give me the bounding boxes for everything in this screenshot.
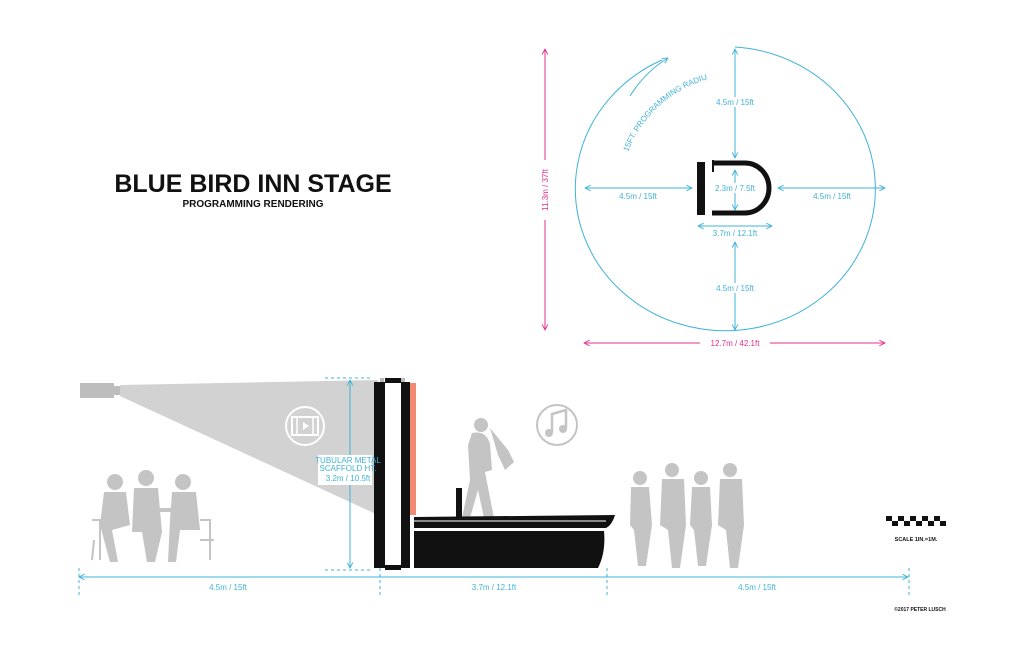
- stage-span-label: 3.7m / 12.1ft: [472, 583, 517, 592]
- projection-beam: [120, 380, 378, 515]
- stage-width-label: 3.7m / 12.1ft: [713, 229, 758, 238]
- scaffold-plan: [697, 162, 705, 215]
- audience-seated: [91, 470, 214, 562]
- film-icon: [285, 406, 325, 446]
- scaffold: [374, 378, 416, 570]
- stage-plan: [712, 160, 772, 216]
- page-title: BLUE BIRD INN STAGE: [114, 170, 391, 198]
- projector-icon: [80, 383, 120, 398]
- scaffold-label-1: TUBULAR METAL: [315, 456, 381, 465]
- scaffold-label-2: SCAFFOLD HT.: [320, 464, 377, 473]
- copyright: ©2017 PETER LUSCH: [894, 606, 946, 613]
- audience-standing: [630, 463, 744, 568]
- overall-height-label: 11.3m / 37ft: [541, 168, 550, 210]
- scaffold-height-label: 3.2m / 10.5ft: [326, 474, 371, 483]
- left-span-label: 4.5m / 15ft: [209, 583, 248, 592]
- left-dimension-label: 4.5m / 15ft: [619, 192, 658, 201]
- saxophone-player: [462, 418, 514, 518]
- radius-arrow: [629, 58, 668, 97]
- scale-bar: [886, 516, 946, 526]
- screen: [410, 383, 416, 515]
- top-dimension-label: 4.5m / 15ft: [716, 98, 755, 107]
- right-dimension-label: 4.5m / 15ft: [813, 192, 852, 201]
- elevation-view: TUBULAR METAL SCAFFOLD HT. 3.2m / 10.5ft: [79, 377, 910, 596]
- stage: [414, 488, 615, 568]
- programming-radius-circle: [574, 46, 876, 332]
- radius-label: 15FT. PROGRAMMING RADIUS: [0, 0, 708, 153]
- stage-depth-label: 2.3m / 7.5ft: [715, 184, 756, 193]
- overall-width-label: 12.7m / 42.1ft: [711, 339, 761, 348]
- scale-label: SCALE 1IN.=1M.: [895, 537, 938, 543]
- right-span-label: 4.5m / 15ft: [738, 583, 777, 592]
- music-note-icon: [536, 404, 578, 446]
- page-subtitle: PROGRAMMING RENDERING: [182, 199, 323, 210]
- bottom-dimension-label: 4.5m / 15ft: [716, 284, 755, 293]
